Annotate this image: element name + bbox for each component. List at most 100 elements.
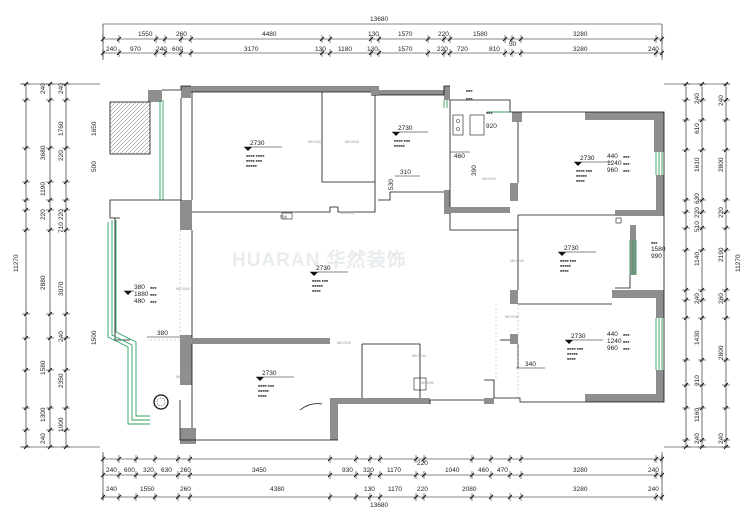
top-inner-dim: 810 <box>489 46 500 53</box>
opening-value: 440 <box>607 153 618 160</box>
svg-text:■■■: ■■■ <box>486 111 493 115</box>
svg-text:■■■■: ■■■■ <box>312 289 321 293</box>
top-outer-dim: 1580 <box>473 31 488 38</box>
balcony-label: 阳台 <box>280 214 288 219</box>
right-inner-dim: 610 <box>694 123 701 134</box>
svg-text:■■■: ■■■ <box>623 340 630 344</box>
bottom-inner-dim: 240 <box>648 467 659 474</box>
top-inner-dim: 1570 <box>398 46 413 53</box>
small-dim: 310 <box>400 169 411 176</box>
svg-text:■■■■: ■■■■ <box>567 357 576 361</box>
left-inner-dim: 220 <box>58 209 65 220</box>
left-outer-dim: 220 <box>40 209 47 220</box>
svg-text:MK2040: MK2040 <box>505 315 519 319</box>
svg-text:■■■■■: ■■■■■ <box>560 264 571 268</box>
left-outer-dim: 1300 <box>40 407 47 422</box>
window-bedroom-ne <box>655 152 663 175</box>
right-inner-dim: 1160 <box>694 408 701 422</box>
svg-text:■■■■ ■■■: ■■■■ ■■■ <box>567 347 583 351</box>
bottom-outer-dim: 130 <box>364 486 375 493</box>
right-outer-dim: 240 <box>718 433 725 444</box>
left-inner-dim: 3070 <box>58 281 65 296</box>
svg-text:■■■■: ■■■■ <box>576 179 585 183</box>
left-inner-dim: 240 <box>58 331 65 342</box>
opening-value: 1880 <box>134 291 149 298</box>
level-value: 2730 <box>564 245 579 252</box>
top-outer-dim: 3280 <box>573 31 588 38</box>
top-outer-dim: 260 <box>176 31 187 38</box>
stove-icon <box>452 114 464 136</box>
top-inner-dim: 720 <box>457 46 468 53</box>
bottom-outer-dim: 2080 <box>462 486 477 493</box>
level-marker-icon: 2730 ■■■■ ■■■ ■■■■■ ■■■■ <box>310 265 348 293</box>
svg-text:■■■■ ■■■■: ■■■■ ■■■■ <box>246 154 264 158</box>
bottom-dimensions: 13680 240 600 320 630 260 3450 930 320 1… <box>100 452 665 509</box>
fixtures <box>150 114 622 411</box>
left-inner-dim: 1650 <box>91 121 98 136</box>
bottom-inner-dim: 460 <box>478 467 489 474</box>
bottom-inner-dim: 600 <box>124 467 135 474</box>
svg-text:■■■: ■■■ <box>623 162 630 166</box>
right-outer-dim: 2800 <box>718 345 725 360</box>
bottom-inner-dim: 1040 <box>445 467 460 474</box>
bottom-outer-dim: 4380 <box>270 486 285 493</box>
left-outer-dim: 240 <box>40 433 47 444</box>
right-inner-dim: 1430 <box>694 330 701 345</box>
level-value: 2730 <box>250 140 265 147</box>
right-outer-dim: 2190 <box>718 247 725 262</box>
opening-value: 960 <box>607 345 618 352</box>
top-inner-dim: 240 <box>156 46 167 53</box>
left-inner-dim: 500 <box>91 161 98 172</box>
opening-value: 1240 <box>607 338 622 345</box>
window-bedroom-e <box>629 240 637 275</box>
right-inner-dim: 220 <box>694 207 701 218</box>
level-marker-icon: 2730 ■■■■ ■■■ ■■■■■ <box>392 125 428 148</box>
window-left-living <box>111 220 150 421</box>
left-inner-dim: 1500 <box>91 330 98 345</box>
floor-drain-icon <box>153 394 169 410</box>
level-value: 2730 <box>262 370 277 377</box>
level-marker-icon: 2730 ■■■■ ■■■ ■■■■■ ■■■■ <box>256 370 294 398</box>
opening-value: 440 <box>607 331 618 338</box>
bottom-inner-dim: 260 <box>180 467 191 474</box>
svg-text:MK2040: MK2040 <box>308 140 322 144</box>
small-dim: 530 <box>388 179 395 190</box>
svg-text:MK2040: MK2040 <box>337 341 351 345</box>
left-overall-dim: 11270 <box>13 254 20 272</box>
opening-value: 340 <box>525 361 536 368</box>
bottom-inner-dim: 3280 <box>573 467 588 474</box>
left-inner-dim: 2350 <box>58 373 65 388</box>
left-inner-dim: 220 <box>58 150 65 161</box>
svg-text:■■■: ■■■ <box>466 89 473 93</box>
level-value: 2730 <box>398 125 413 132</box>
top-outer-dim: 1550 <box>138 31 153 38</box>
small-dimensions: 460 310 390 530 <box>388 151 478 190</box>
svg-text:MK2050: MK2050 <box>420 381 434 385</box>
bottom-outer-dim: 240 <box>648 486 659 493</box>
opening-value: 960 <box>607 167 618 174</box>
balcony: 阳台 <box>109 101 293 220</box>
right-inner-dim: 510 <box>694 221 701 232</box>
level-marker-icon: 2730 ■■■■ ■■■ ■■■■■ ■■■■ <box>558 245 596 273</box>
right-outer-dim: 260 <box>718 293 725 304</box>
left-inner-dim: 710 <box>58 222 65 233</box>
top-outer-dim: 1570 <box>398 31 413 38</box>
svg-text:■■■: ■■■ <box>623 155 630 159</box>
opening-heights: 440 1240 960 440 1240 960 380 1880 480 1… <box>124 89 666 369</box>
svg-text:■■■: ■■■ <box>150 286 157 290</box>
right-inner-dim: 240 <box>694 433 701 444</box>
right-inner-dim: 240 <box>694 93 701 104</box>
bottom-inner-dim: 470 <box>497 467 508 474</box>
right-inner-dim: 910 <box>694 375 701 386</box>
top-dimensions: 13680 1550 260 4480 130 1570 220 1580 50… <box>100 16 665 60</box>
opening-value: 480 <box>134 298 145 305</box>
top-inner-dim: 130 <box>367 46 378 53</box>
small-dim: 460 <box>454 153 465 160</box>
top-outer-dim: 220 <box>438 31 449 38</box>
right-dimensions: 11270 240 2800 220 2190 260 2800 240 240… <box>664 81 742 450</box>
level-value: 2730 <box>316 265 331 272</box>
bottom-overall-dim: 13680 <box>370 502 388 509</box>
left-outer-dim: 3680 <box>40 145 47 160</box>
opening-value: 920 <box>486 123 497 130</box>
right-overall-dim: 11270 <box>735 254 742 272</box>
